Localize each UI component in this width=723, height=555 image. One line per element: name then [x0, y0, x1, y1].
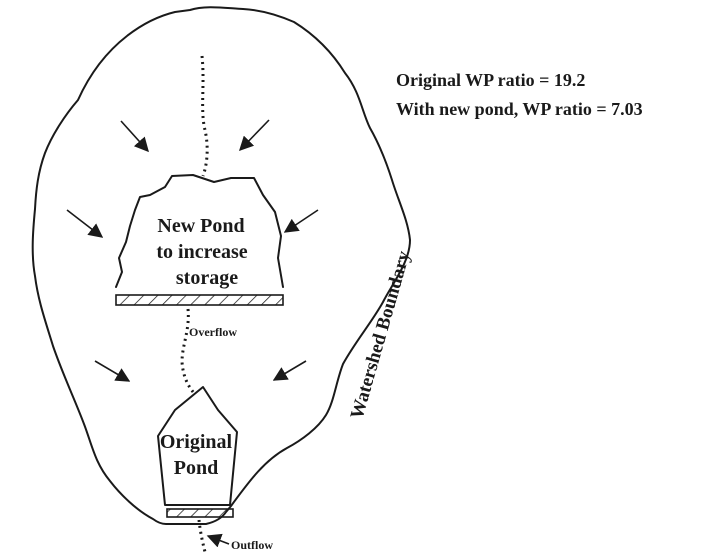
inflow-arrow-low-right — [272, 360, 307, 381]
overflow-label: Overflow — [189, 325, 237, 339]
original-pond-dam — [166, 508, 234, 518]
inflow-arrow-low-left — [94, 360, 131, 382]
new-pond-label-line2: to increase — [156, 241, 247, 263]
watershed-boundary-outline — [31, 6, 411, 525]
new-pond-label-line1: New Pond — [157, 215, 244, 237]
original-pond-shape — [157, 386, 238, 506]
outflow-arrow — [206, 533, 230, 548]
inflow-arrow-mid-left — [66, 209, 104, 238]
watershed-boundary-label: Watershed Boundary — [347, 248, 415, 421]
new-wp-ratio: With new pond, WP ratio = 7.03 — [396, 99, 643, 119]
upper-stream-line — [200, 55, 209, 177]
outflow-label: Outflow — [231, 538, 273, 552]
original-pond-label-line1: Original — [160, 431, 233, 453]
new-pond-label-line3: storage — [176, 267, 238, 289]
new-pond-shape — [115, 174, 284, 288]
inflow-arrow-mid-right — [283, 209, 319, 233]
original-pond-label-line2: Pond — [174, 457, 218, 479]
overflow-stream-line — [180, 308, 196, 394]
new-pond-dam — [115, 294, 284, 306]
original-wp-ratio: Original WP ratio = 19.2 — [396, 70, 585, 90]
inflow-arrow-top-left — [120, 120, 149, 153]
inflow-arrow-top-right — [238, 119, 270, 152]
